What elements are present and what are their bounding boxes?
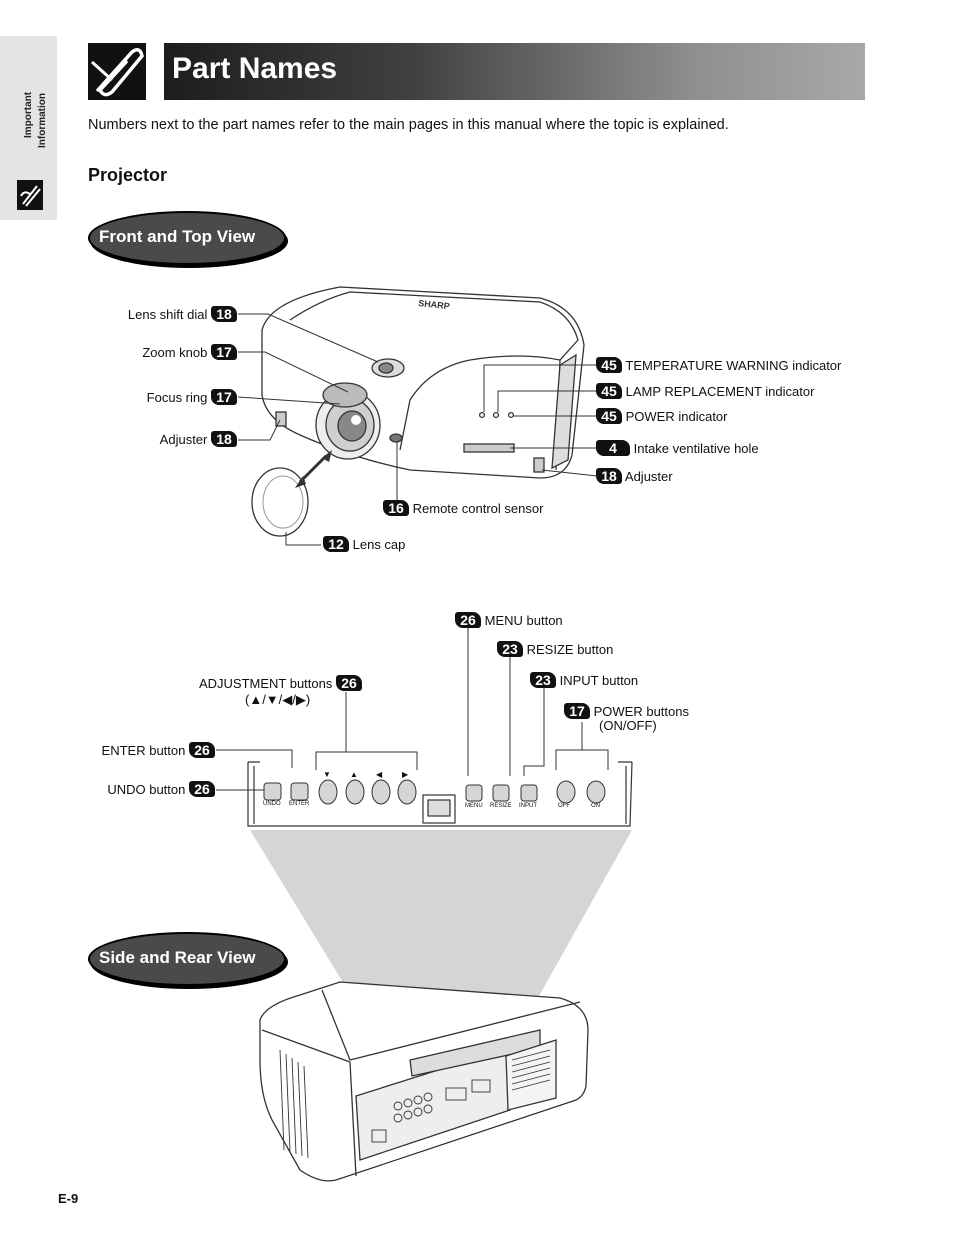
- label-adjustment-buttons: ADJUSTMENT buttons 26: [199, 675, 362, 692]
- label-undo-button: UNDO button 26: [107, 781, 215, 798]
- page-badge: 17: [211, 389, 237, 405]
- label-adjuster-right: 18 Adjuster: [596, 468, 673, 485]
- page-badge: 23: [530, 672, 556, 688]
- page-badge: 26: [189, 781, 215, 797]
- front-view-heading: Front and Top View: [99, 227, 256, 246]
- front-view-pill: [88, 211, 286, 265]
- label-adjustment-arrows: (▲/▼/◀/▶): [245, 692, 311, 707]
- page-title: Part Names: [172, 52, 338, 85]
- left-arrow-icon: ◀: [376, 770, 383, 779]
- label-input-button: 23 INPUT button: [530, 672, 638, 689]
- projector-rear-drawing: [259, 981, 589, 1182]
- side-view-heading: Side and Rear View: [99, 948, 256, 967]
- page-badge: 26: [455, 612, 481, 628]
- label-menu-button: 26 MENU button: [455, 612, 563, 629]
- page-badge: 23: [497, 641, 523, 657]
- label-remote-sensor: 16 Remote control sensor: [383, 500, 543, 517]
- lens-cap: [251, 467, 309, 537]
- page-badge: 45: [596, 357, 622, 373]
- panel-caption-enter: ENTER: [289, 801, 310, 807]
- label-power-buttons: 17 POWER buttons: [564, 703, 689, 720]
- brand-logo-top: SHARP: [418, 298, 450, 311]
- label-power-indicator: 45 POWER indicator: [596, 408, 728, 425]
- right-arrow-icon: ▶: [402, 770, 409, 779]
- down-arrow-icon: ▼: [323, 770, 331, 779]
- panel-caption-undo: UNDO: [263, 801, 281, 807]
- page-badge: 45: [596, 383, 622, 399]
- label-power-buttons-sub: (ON/OFF): [599, 718, 657, 733]
- panel-caption-on: ON: [591, 803, 600, 809]
- page-badge: 17: [564, 703, 590, 719]
- page-number: E-9: [58, 1191, 79, 1206]
- page-badge: 17: [211, 344, 237, 360]
- page-badge: 18: [211, 431, 237, 447]
- panel-caption-resize: RESIZE: [490, 803, 512, 809]
- page-badge: 26: [336, 675, 362, 691]
- page-badge: 12: [323, 536, 349, 552]
- intro-text: Numbers next to the part names refer to …: [88, 117, 729, 133]
- label-enter-button: ENTER button 26: [102, 742, 215, 759]
- section-heading: Projector: [88, 165, 168, 185]
- label-adjuster-left: Adjuster 18: [160, 431, 237, 448]
- cap-arrow: [298, 454, 328, 484]
- page-badge: 18: [211, 306, 237, 322]
- panel-caption-menu: MENU: [465, 803, 483, 809]
- title-bar: [164, 43, 865, 100]
- projection-beam: [250, 830, 632, 1030]
- label-intake-vent: 4 Intake ventilative hole: [596, 440, 759, 457]
- side-view-pill: [88, 932, 286, 986]
- page-badge: 45: [596, 408, 622, 424]
- page-badge: 16: [383, 500, 409, 516]
- label-zoom-knob: Zoom knob 17: [142, 344, 237, 361]
- label-lamp-replacement: 45 LAMP REPLACEMENT indicator: [596, 383, 814, 400]
- label-temperature-warning: 45 TEMPERATURE WARNING indicator: [596, 357, 841, 374]
- panel-caption-off: OFF: [558, 803, 570, 809]
- label-lens-shift-dial: Lens shift dial 18: [128, 306, 237, 323]
- page-badge: 18: [596, 468, 622, 484]
- page-badge: 4: [596, 440, 630, 456]
- up-arrow-icon: ▲: [350, 770, 358, 779]
- label-focus-ring: Focus ring 17: [147, 389, 237, 406]
- label-lens-cap: 12 Lens cap: [323, 536, 405, 553]
- panel-caption-input: INPUT: [519, 803, 537, 809]
- label-resize-button: 23 RESIZE button: [497, 641, 613, 658]
- page-badge: 26: [189, 742, 215, 758]
